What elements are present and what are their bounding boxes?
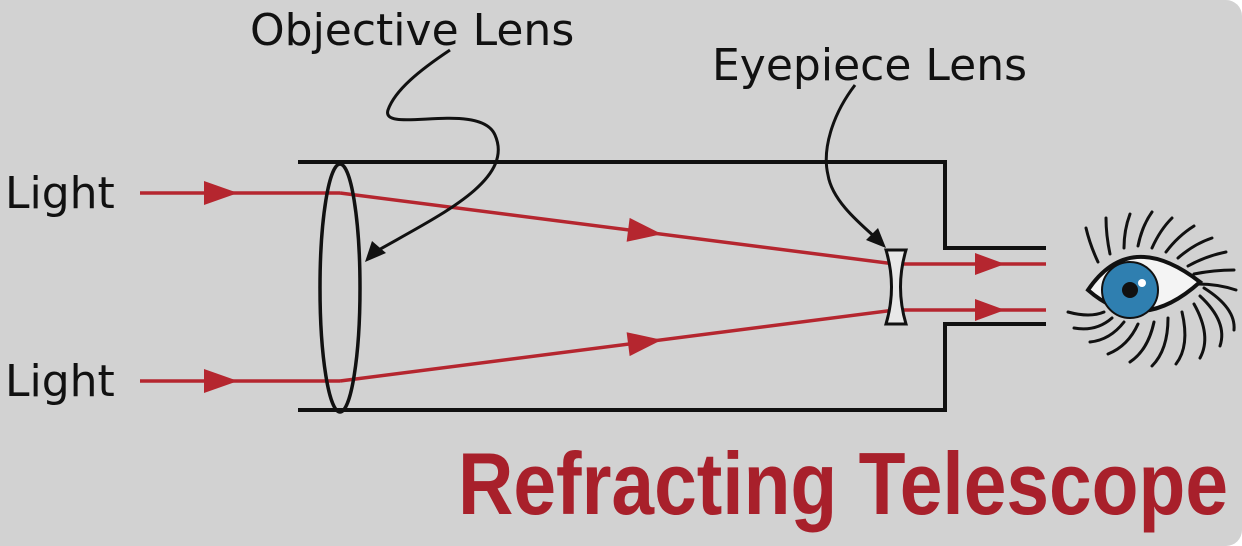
tube-bottom-wall	[298, 322, 1046, 412]
objective-pointer-line	[374, 48, 500, 254]
ray-arrow-exit-top	[975, 253, 1005, 275]
tube-top-wall	[298, 160, 1046, 250]
eyelashes-upper	[1084, 210, 1238, 292]
eyepiece-pointer-arrow	[866, 228, 886, 248]
eye-pupil	[1122, 282, 1138, 298]
eye-highlight	[1138, 279, 1146, 287]
eyepiece-pointer-line	[824, 84, 877, 240]
light-rays	[140, 191, 1046, 383]
telescope-tube	[298, 160, 1046, 412]
diagram-title: Refracting Telescope	[458, 434, 1228, 533]
ray-arrow-mid-top	[626, 217, 662, 242]
eyelashes-lower	[1066, 286, 1236, 368]
ray-arrow-incoming-top	[204, 181, 238, 205]
ray-arrow-mid-bottom	[626, 332, 662, 357]
light-label-top: Light	[5, 168, 115, 219]
convex-lens-icon	[318, 162, 362, 414]
ray-arrows	[204, 181, 1005, 393]
eyepiece-lens-label: Eyepiece Lens	[712, 40, 1027, 91]
objective-lens-label: Objective Lens	[250, 5, 574, 56]
ray-arrow-exit-bottom	[975, 299, 1005, 321]
objective-pointer-arrow	[365, 241, 386, 262]
light-label-bottom: Light	[5, 356, 115, 407]
eye-icon	[1066, 210, 1238, 368]
concave-lens-icon	[883, 248, 909, 326]
ray-arrow-incoming-bottom	[204, 369, 238, 393]
converging-ray-bottom	[339, 308, 896, 383]
converging-ray-top	[339, 191, 896, 266]
